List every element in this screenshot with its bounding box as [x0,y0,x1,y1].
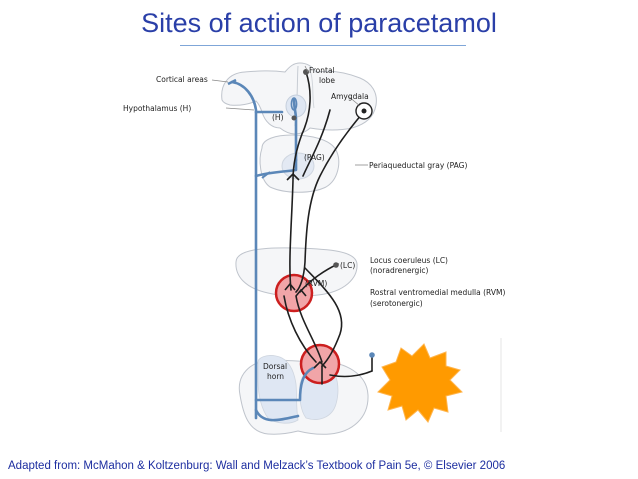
label-frontal-lobe-1: Frontal [309,66,335,75]
label-h: (H) [272,113,284,122]
title-divider [180,45,466,46]
dark-pathway [283,71,373,385]
label-cortical-areas: Cortical areas [156,75,208,84]
label-frontal-lobe-2: lobe [319,76,335,85]
label-hypothalamus: Hypothalamus (H) [123,104,191,113]
leader-lines [211,65,368,166]
label-dorsal-horn-2: horn [267,372,284,381]
label-lc-type: (noradrenergic) [370,266,429,275]
cortical-terminal [227,78,237,86]
medulla-outline [235,247,358,297]
source-caption: Adapted from: McMahon & Koltzenburg: Wal… [8,460,506,472]
pag-blue-terminal [261,171,271,179]
brain-gyrus [309,69,315,109]
label-lc-short: (LC) [340,261,355,270]
dorsal-horn-region [257,355,299,424]
label-lc-full: Locus coeruleus (LC) [370,256,448,265]
label-rvm-short: (RVM) [305,279,327,288]
label-amygdala: Amygdala [331,92,369,101]
label-pag-short: (PAG) [304,153,325,162]
label-rvm-type: (serotonergic) [370,299,423,308]
amygdala-center [361,108,367,114]
pain-burst-icon [377,343,463,423]
synapse-marks [284,172,327,369]
blue-pathway [230,80,315,422]
label-rvm-full: Rostral ventromedial medulla (RVM) [370,288,505,297]
label-dorsal-horn-1: Dorsal [263,362,287,371]
page-title: Sites of action of paracetamol [141,8,497,38]
label-pag-full: Periaqueductal gray (PAG) [369,161,467,170]
